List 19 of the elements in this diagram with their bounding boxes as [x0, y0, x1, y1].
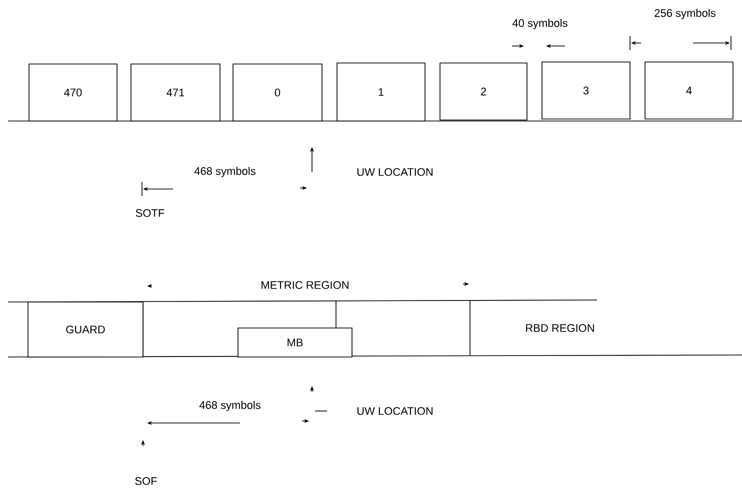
region-box: MB	[238, 328, 352, 358]
process-box: 470	[28, 64, 118, 122]
region-box: GUARD	[28, 302, 144, 358]
process-box: 0	[232, 64, 322, 122]
process-box: 1	[336, 62, 426, 122]
label: UW LOCATION	[356, 167, 434, 177]
label: 468 symbols	[193, 166, 257, 178]
process-box: 2	[440, 62, 528, 120]
process-box: 471	[130, 64, 220, 122]
region-label: RBD REGION	[526, 324, 594, 332]
label: SOTF	[134, 208, 166, 218]
process-box: 3	[542, 62, 630, 120]
label: SOF	[134, 476, 158, 486]
label: 468 symbols	[198, 400, 262, 412]
label: 256 symbols	[653, 8, 717, 20]
label: METRIC REGION	[260, 280, 350, 290]
label: 40 symbols	[511, 18, 569, 30]
process-box: 4	[644, 62, 734, 120]
label: UW LOCATION	[356, 406, 434, 416]
